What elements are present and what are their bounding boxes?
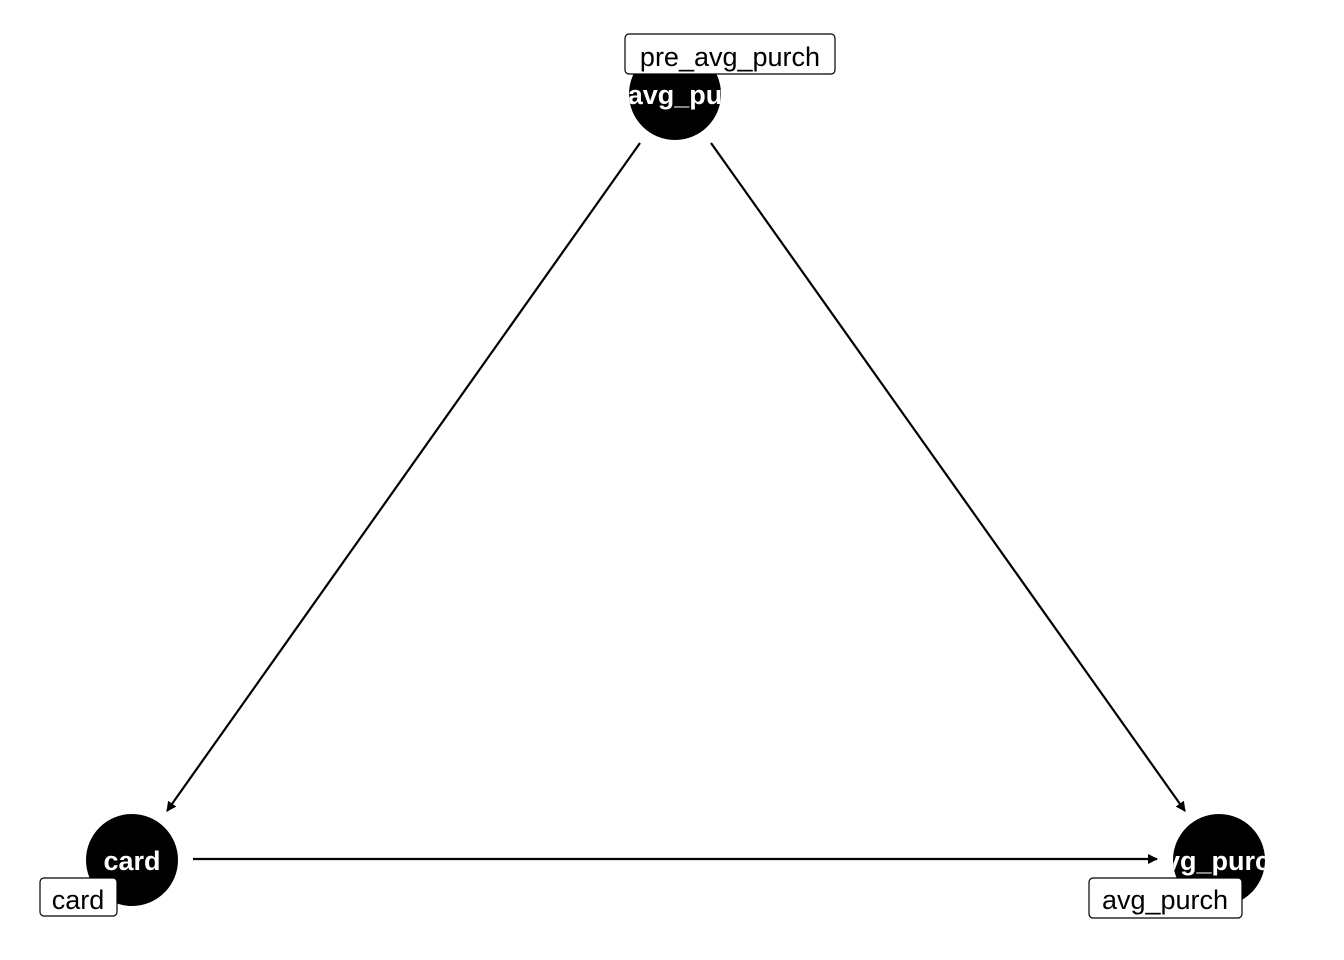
node-text: card (103, 846, 160, 876)
label-text: pre_avg_purch (640, 42, 820, 72)
node-text: avg_pu (628, 80, 723, 110)
edges (166, 142, 1186, 864)
label-box (1088, 877, 1243, 919)
node-text: avg_purc (1150, 846, 1270, 876)
label-text: avg_purch (1102, 885, 1228, 915)
label-box (39, 877, 118, 917)
label-pre-avg-purch: pre_avg_purch (624, 33, 836, 75)
label-text: card (52, 885, 105, 915)
edge-pre-avg-purch-to-avg-purch (710, 142, 1186, 812)
edge-pre-avg-purch-to-card (166, 142, 641, 812)
label-avg-purch: avg_purch (1088, 877, 1243, 919)
label-box (624, 33, 836, 75)
label-card: card (39, 877, 118, 917)
